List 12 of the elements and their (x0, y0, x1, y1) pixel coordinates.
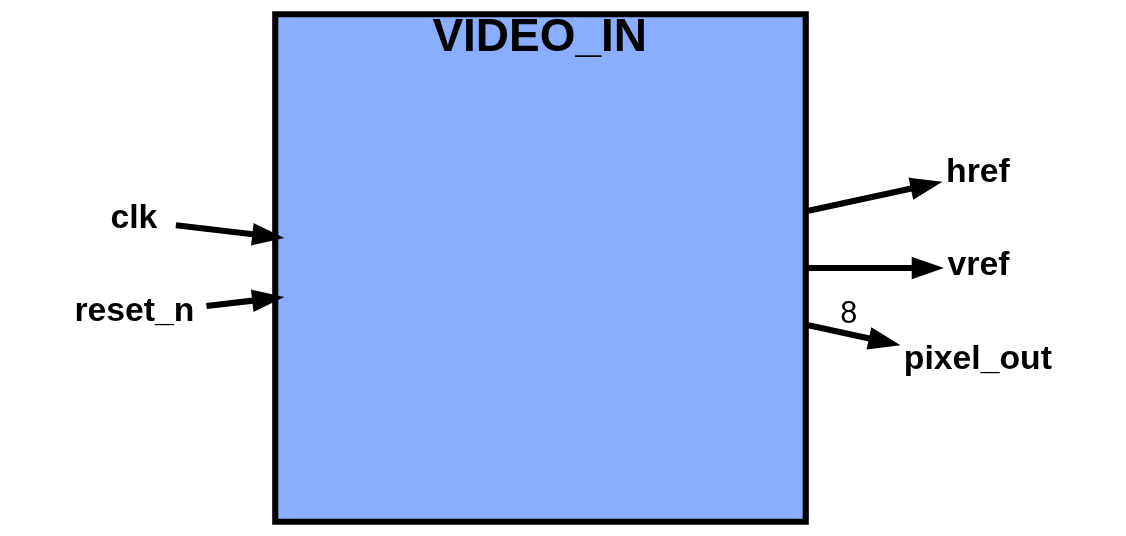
node-box: VIDEO_IN (271, 11, 809, 525)
arrow (805, 321, 900, 350)
arrow (805, 256, 944, 280)
edge-label: 8 (839, 295, 857, 330)
arrow (805, 177, 942, 215)
node-text: reset_n (73, 290, 194, 329)
node-text: pixel_out (903, 337, 1052, 376)
node-text: href (945, 150, 1010, 189)
arrow (205, 289, 284, 312)
arrow (175, 222, 284, 246)
node-text: clk (109, 196, 157, 235)
node-text: vref (947, 244, 1009, 283)
